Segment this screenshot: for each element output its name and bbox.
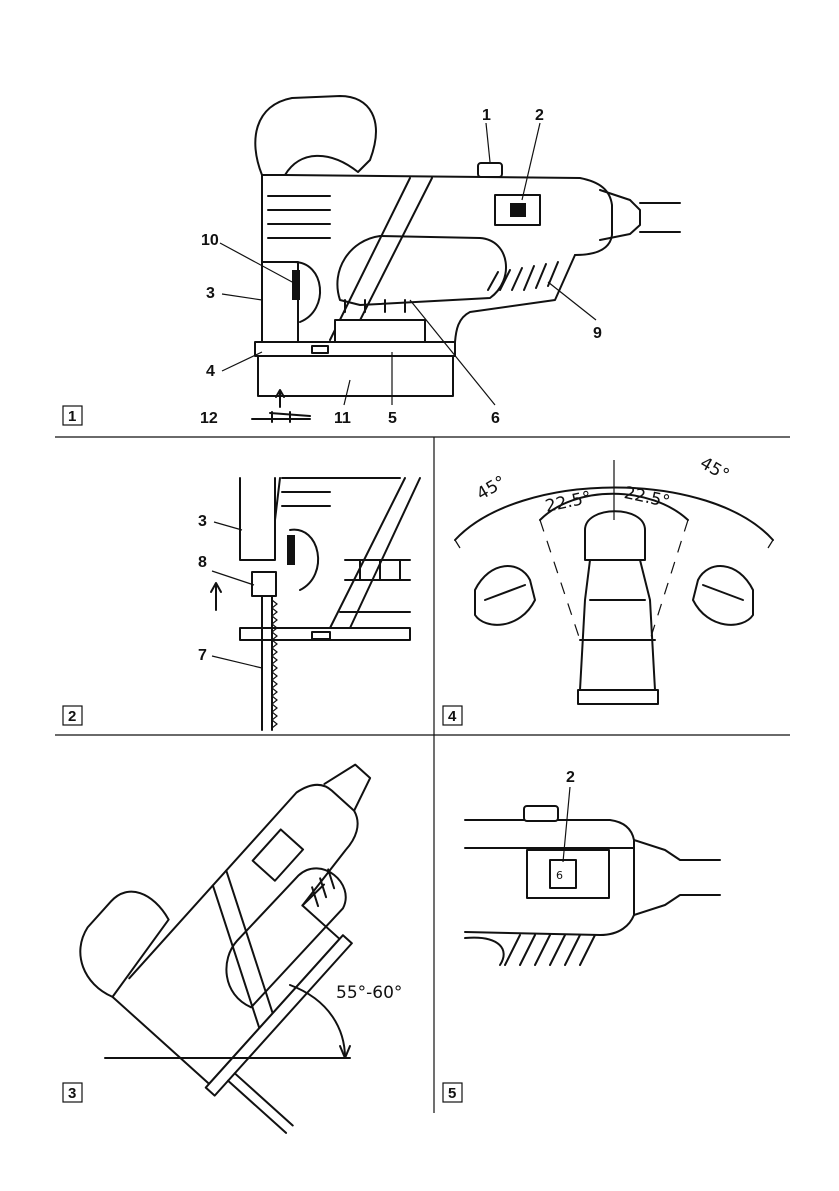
fig4-angle-right-22-5: 22.5° (622, 483, 672, 512)
fig5-number: 5 (448, 1085, 456, 1102)
panel-dividers (55, 437, 790, 1113)
base-plate (255, 342, 455, 356)
fig4-base-plate (578, 690, 658, 704)
figure-1-jigsaw-side-view: 1 2 3 4 5 6 9 10 11 12 1 (63, 96, 680, 427)
fig1-callout-1: 1 (482, 107, 491, 124)
fig4-angle-right-45: 45° (696, 453, 732, 485)
fig4-angle-left-22-5: 22.5° (544, 488, 594, 517)
fig2-callout-8: 8 (198, 554, 207, 571)
switch-button (478, 163, 502, 177)
figure-4-bevel-angles: 45° 22.5° 22.5° 45° 4 (443, 453, 773, 725)
fig4-angle-left-45: 45° (473, 472, 509, 504)
fig1-callout-9: 9 (593, 325, 602, 342)
fig1-callout-2: 2 (535, 107, 544, 124)
fig5-switch-button (524, 806, 558, 821)
figure-5-speed-dial: 6 2 5 (443, 769, 720, 1102)
fig1-callout-4: 4 (206, 363, 215, 380)
fig5-dial-value: 6 (556, 869, 563, 882)
fig1-number: 1 (68, 408, 76, 425)
fig1-callout-6: 6 (491, 410, 500, 427)
fig1-callout-3: 3 (206, 285, 215, 302)
fig1-callout-10: 10 (201, 232, 219, 249)
fig2-callout-7: 7 (198, 647, 207, 664)
figure-2-blade-insertion: 3 8 7 2 (63, 478, 420, 730)
fig1-callout-11: 11 (334, 410, 351, 427)
fig2-callout-3: 3 (198, 513, 207, 530)
fig1-callout-5: 5 (388, 410, 397, 427)
fig3-angle-label: 55°-60° (336, 983, 402, 1003)
fig4-number: 4 (448, 708, 457, 725)
sliding-shoe (258, 356, 453, 396)
fig5-callout-2: 2 (566, 769, 575, 786)
fig3-number: 3 (68, 1085, 76, 1102)
fig1-callout-12: 12 (200, 410, 218, 427)
fig2-number: 2 (68, 708, 76, 725)
